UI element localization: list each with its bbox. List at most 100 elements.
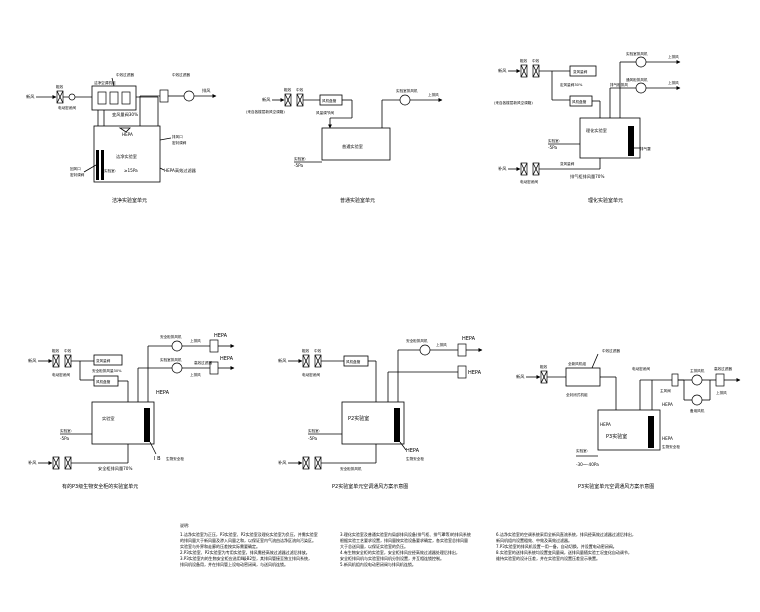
notes-block: 说明: 1.洁净实验室为正压，P3实验室、P2实验室及理化实验室为负压，并需实验… [180, 522, 636, 567]
d3-fan1-label: 通风柜排风机 [626, 77, 648, 82]
d1-exhaust-fan [183, 90, 195, 102]
d2-top: 上排风 [428, 92, 439, 97]
d4-filter-box: 高效过滤器 [194, 360, 212, 365]
d3-top1: 上排风 [668, 54, 679, 59]
d4-coil: 风机盘管 [96, 379, 111, 384]
d4-top2: 上排风 [190, 372, 201, 377]
d1-inlet-label: 新风 [26, 93, 35, 100]
d1-valve30-label: 变风量阀30% [112, 111, 138, 118]
d6-top: 上排风 [716, 390, 727, 395]
d5-hepa2-box [457, 365, 467, 379]
d3-vav-b: 变风量阀 [560, 161, 575, 166]
d1-exhaust-valve: 密封调阀 [172, 140, 187, 145]
d5-caption: P2实验室单元空调通风方案示意图 [332, 483, 408, 490]
d2-fan-box: 风量调节阀 [316, 110, 334, 115]
d2-note: (来自各楼层新风空调箱) [246, 109, 285, 114]
d2-pressure-value: -5Pa [294, 163, 304, 168]
d6-filter1: 粗效 [540, 364, 548, 369]
d5-pressure-label: 实验室: [308, 428, 320, 433]
diagram-p2-lab: 新风 粗效 中效 电动密闭阀 风机盘管 P2实验室 实验室: -5Pa 安全柜排… [278, 336, 483, 490]
notes-col1-2: 的排风量大于新风量及渗入风量之和，以保证室内气流由洁净区流向污染区。 [180, 537, 316, 543]
d6-exhaust-filter [715, 373, 725, 387]
d1-valve-label: 电动密闭阀 [58, 105, 76, 110]
d3-coil: 风机盘管 [572, 99, 587, 104]
d4-pressure-value: -5Pa [60, 436, 70, 441]
notes-col1-3: 实验室与外界和走廊的压差按实际需要确定。 [180, 543, 260, 549]
d2-room-box [321, 127, 391, 161]
d1-top-filter-label: 中效过滤器 [172, 72, 190, 77]
notes-col1-1: 1.洁净实验室为正压，P3实验室、P2实验室及理化实验室为负压，并需实验室 [180, 531, 318, 537]
notes-col3-5: 维持实验室的设计压差，并在实验室内设置压差显示装置。 [496, 555, 600, 561]
d3-vav1: 变风量阀 [573, 69, 588, 74]
d4-top1: 上排风 [190, 338, 201, 343]
diagram-chemical-lab: 新风 (来自各楼层新风空调箱) 粗效 中效 变风量阀 定风量阀30% 风机盘管 … [494, 51, 681, 204]
d5-coil: 风机盘管 [346, 359, 361, 364]
d4-hepa3: HEPA [156, 390, 170, 396]
notes-col2-4: 4.有生物安全柜的实验室，安全柜排风应经高效过滤器处理后排出， [340, 549, 460, 555]
d3-vav30: 定风量阀30% [560, 82, 583, 87]
d6-standby-fan [691, 394, 703, 406]
d4-filter1: 粗效 [52, 348, 60, 353]
d4-hepa1-box [209, 339, 219, 353]
diagram-bsc-lab: 新风 粗效 中效 电动密闭阀 变风量阀 安全柜排风量30% 风机盘管 实验室 实… [28, 333, 235, 490]
d6-pressure-label: 实验室: [576, 448, 588, 453]
notes-col3-3: 7.P3实验室的排风机设置一用一备，自动切换，并设置电动密闭阀。 [496, 543, 617, 549]
notes-title: 说明: [180, 522, 189, 528]
d3-vav-box [569, 65, 597, 77]
d5-bsc [394, 408, 400, 442]
d1-hepa-label: HEPA [122, 132, 133, 137]
d1-return-port: 回风口 [70, 166, 81, 171]
d3-supply-label: 补风 [498, 165, 507, 172]
d3-pressure-value: -5Pa [548, 145, 558, 150]
d5-bsc-fan: 安全柜排风机 [340, 466, 362, 471]
d3-fan2 [635, 56, 647, 68]
d2-coil: 风机盘管 [322, 98, 337, 103]
d6-ahu-box [565, 367, 601, 387]
d4-hepa1: HEPA [214, 333, 228, 339]
d6-main-fan [691, 374, 703, 386]
d2-pressure-label: 实验室: [294, 156, 306, 161]
d4-bsc-fan [171, 340, 183, 352]
d2-fan-label: 实验室排风机 [396, 88, 418, 93]
d4-inlet-label: 新风 [28, 357, 37, 364]
d3-filter1: 粗效 [520, 58, 528, 63]
d3-filter2: 中效 [532, 58, 540, 63]
d1-room-label: 洁净实验室 [116, 153, 137, 160]
d6-ahu: 全新风机组 [568, 361, 586, 366]
notes-col3-2: 新风机组内设置粗效、中效及高效过滤器。 [496, 537, 572, 543]
d5-filter2: 中效 [314, 348, 322, 353]
notes-col1-6: 排风机设备用，并在排风管上设电动密闭阀，与送风机连锁。 [180, 561, 288, 567]
d5-top-fan [419, 344, 431, 356]
notes-col2-2: 根据实验工艺要求设置，排风量按实验设备要求确定，各实验室总排风量 [340, 537, 468, 543]
notes-col2-6: 5.新风机组内设电动密闭阀与排风机连锁。 [340, 561, 416, 567]
notes-col2-1: 3.理化实验室及普通实验室内局部排风设备(排气柜、排气罩等)的排风系统 [340, 531, 471, 537]
notes-col1-5: 3.P3实验室内的生物安全柜应选用Ⅱ级B2型，其排风管接至独立排风系统， [180, 555, 312, 561]
d4-supply-label: 补风 [28, 459, 37, 466]
d5-pressure-value: -5Pa [308, 436, 318, 441]
d3-inlet-label: 新风 [498, 67, 507, 74]
d6-fan-m: 主排风机 [690, 368, 705, 373]
d6-bsc [648, 416, 654, 448]
d6-hepa3: HEPA [662, 436, 673, 441]
d1-exhaust-out: 排风 [202, 87, 211, 94]
notes-col2-3: 大于总送风量，以保证实验室的负压。 [340, 543, 408, 549]
d6-exhaust-filter-label: 高效过滤器 [714, 366, 732, 371]
d6-bsc-label: 生物安全柜 [662, 444, 680, 449]
d1-ahu-label: 洁净空调机组 [94, 80, 116, 85]
d1-caption: 洁净实验室单元 [112, 197, 147, 204]
d3-room-label: 理化实验室 [586, 127, 607, 134]
d2-caption: 普通实验室单元 [340, 197, 375, 204]
diagram-general-lab: 新风 (来自各楼层新风空调箱) 粗效 中效 风机盘管 风量调节阀 普通实验室 实… [246, 87, 443, 204]
d5-inlet-label: 新风 [278, 357, 287, 364]
d2-filter2: 中效 [296, 87, 304, 92]
d6-caption: P3实验室单元空调通风方案示意图 [578, 483, 654, 490]
d4-ib: I B [154, 456, 161, 462]
d5-hepa1-box [457, 343, 467, 357]
d5-fan-valve: 电动密闭阀 [302, 372, 320, 377]
d2-filter1: 粗效 [284, 87, 292, 92]
notes-col3-1: 6.洁净实验室的空调系统采用全新风直流系统，排风经高效过滤器过滤后排出， [496, 531, 636, 537]
d1-hepa-box-label: HEPA高效过滤器 [164, 167, 197, 174]
d5-hepa3: HEPA [406, 448, 420, 454]
d5-room-label: P2实验室 [348, 415, 369, 422]
